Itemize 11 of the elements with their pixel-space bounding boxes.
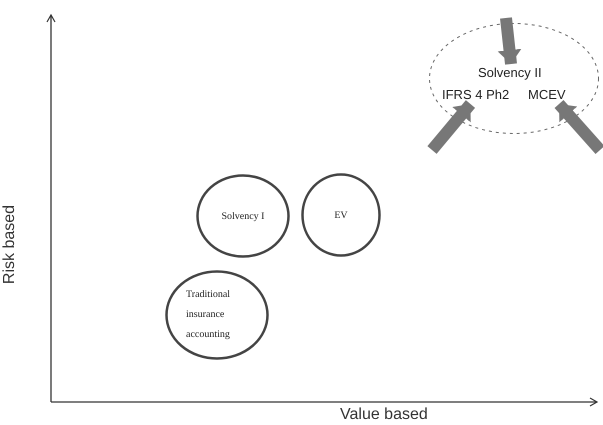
block-arrow [554,100,603,154]
block-arrow [427,100,476,154]
axis-label: Risk based [0,204,20,284]
node-label: Traditional insurance accounting [186,288,232,342]
axis-label: Value based [340,405,428,424]
node-label: EV [334,210,348,220]
block-arrow [498,17,522,65]
node-label: Solvency II [478,65,542,80]
node-label: Solvency I [221,210,265,222]
node-label: MCEV [528,87,566,102]
node-label: IFRS 4 Ph2 [442,87,510,102]
